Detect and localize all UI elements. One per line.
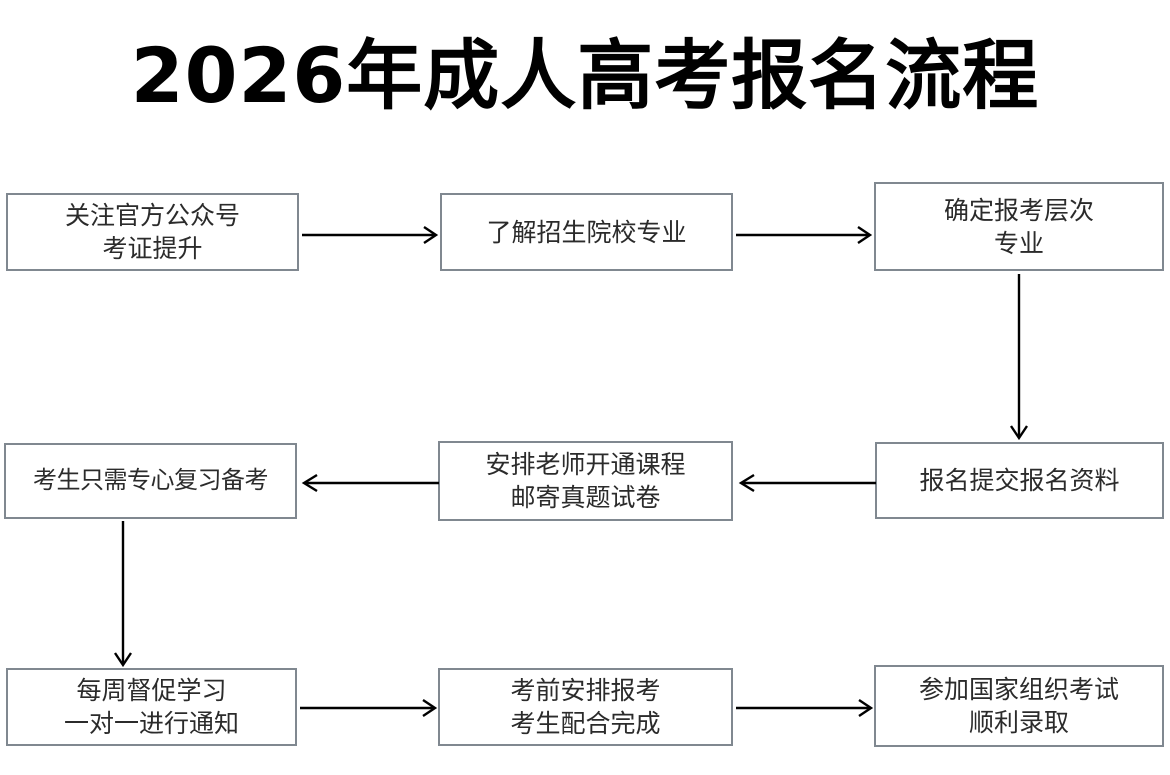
node-line: 确定报考层次 bbox=[943, 195, 1094, 225]
flow-node-student-focus-review[interactable]: 考生只需专心复习备考 bbox=[4, 443, 297, 519]
arrow-n3-to-n6 bbox=[1006, 274, 1032, 442]
flow-node-pre-exam-arrangement[interactable]: 考前安排报考 考生配合完成 bbox=[438, 668, 733, 746]
node-line: 顺利录取 bbox=[968, 708, 1069, 737]
flow-node-teacher-opens-course[interactable]: 安排老师开通课程 邮寄真题试卷 bbox=[438, 441, 733, 521]
flow-node-confirm-level-major[interactable]: 确定报考层次 专业 bbox=[874, 182, 1164, 271]
flow-node-weekly-supervision[interactable]: 每周督促学习 一对一进行通知 bbox=[6, 668, 297, 746]
node-line: 每周督促学习 bbox=[76, 676, 227, 705]
arrow-n6-to-n5 bbox=[736, 470, 876, 496]
arrow-n7-to-n8 bbox=[300, 695, 440, 721]
flow-node-submit-application[interactable]: 报名提交报名资料 bbox=[875, 442, 1164, 519]
node-line: 邮寄真题试卷 bbox=[510, 483, 661, 512]
flow-node-learn-schools-majors[interactable]: 了解招生院校专业 bbox=[440, 193, 733, 271]
node-line: 一对一进行通知 bbox=[63, 709, 239, 738]
node-line: 考生配合完成 bbox=[510, 709, 661, 738]
flow-node-follow-official-account[interactable]: 关注官方公众号 考证提升 bbox=[6, 193, 299, 271]
arrow-n1-to-n2 bbox=[302, 222, 440, 248]
node-line: 考证提升 bbox=[102, 234, 203, 263]
arrow-n4-to-n7 bbox=[110, 521, 136, 669]
page-title: 2026年成人高考报名流程 bbox=[130, 31, 1040, 120]
node-line: 报名提交报名资料 bbox=[919, 466, 1120, 495]
flow-node-attend-national-exam[interactable]: 参加国家组织考试 顺利录取 bbox=[874, 665, 1164, 747]
node-line: 安排老师开通课程 bbox=[485, 450, 686, 479]
node-line: 了解招生院校专业 bbox=[486, 217, 687, 247]
node-line: 考生只需专心复习备考 bbox=[33, 466, 269, 495]
arrow-n8-to-n9 bbox=[736, 695, 876, 721]
node-line: 关注官方公众号 bbox=[64, 201, 240, 230]
node-line: 考前安排报考 bbox=[510, 676, 661, 705]
node-line: 专业 bbox=[993, 228, 1044, 258]
node-line: 参加国家组织考试 bbox=[918, 675, 1119, 704]
arrow-n5-to-n4 bbox=[299, 470, 439, 496]
arrow-n2-to-n3 bbox=[736, 222, 874, 248]
